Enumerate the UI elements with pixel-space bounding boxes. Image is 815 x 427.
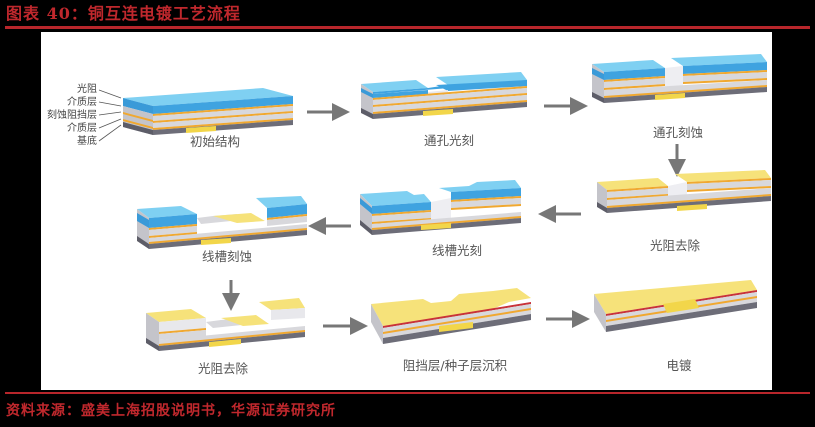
step-3-via-etch bbox=[592, 54, 767, 103]
step-5-caption: 线槽光刻 bbox=[431, 243, 483, 258]
step-7-caption: 光阻去除 bbox=[197, 361, 249, 376]
step-5-trench-lithography bbox=[360, 180, 521, 235]
layer-label-dielectric-2: 介质层 bbox=[67, 123, 97, 134]
layer-label-photoresist: 光阻 bbox=[77, 84, 97, 95]
step-4-caption: 光阻去除 bbox=[649, 238, 701, 253]
step-2-via-lithography bbox=[361, 72, 527, 119]
step-9-electroplating bbox=[594, 280, 757, 332]
layer-label-substrate: 基底 bbox=[77, 136, 97, 147]
source-note: 资料来源：盛美上海招股说明书，华源证券研究所 bbox=[6, 403, 336, 419]
step-1-initial-structure bbox=[123, 88, 293, 135]
process-diagram bbox=[98, 54, 771, 351]
layer-pointer-arrows bbox=[98, 89, 122, 142]
title-divider bbox=[5, 26, 810, 29]
step-6-trench-etch bbox=[137, 196, 307, 249]
process-flow-panel: 光阻 介质层 刻蚀阻挡层 介质层 基底 初始结构 通孔光刻 通孔刻蚀 光阻去除 … bbox=[41, 32, 772, 390]
step-2-caption: 通孔光刻 bbox=[423, 133, 475, 148]
layer-label-dielectric-1: 介质层 bbox=[67, 97, 97, 108]
figure-title: 图表 40：铜互连电镀工艺流程 bbox=[6, 4, 241, 23]
step-3-caption: 通孔刻蚀 bbox=[652, 125, 704, 140]
step-8-caption: 阻挡层/种子层沉积 bbox=[402, 358, 508, 373]
source-divider bbox=[5, 392, 810, 394]
layer-label-etch-stop: 刻蚀阻挡层 bbox=[47, 110, 97, 121]
step-1-caption: 初始结构 bbox=[189, 134, 241, 149]
step-8-barrier-seed-deposition bbox=[371, 288, 531, 344]
step-4-photoresist-removal bbox=[597, 170, 771, 213]
step-6-caption: 线槽刻蚀 bbox=[201, 249, 253, 264]
step-9-caption: 电镀 bbox=[666, 358, 692, 373]
step-7-photoresist-removal bbox=[146, 298, 305, 351]
